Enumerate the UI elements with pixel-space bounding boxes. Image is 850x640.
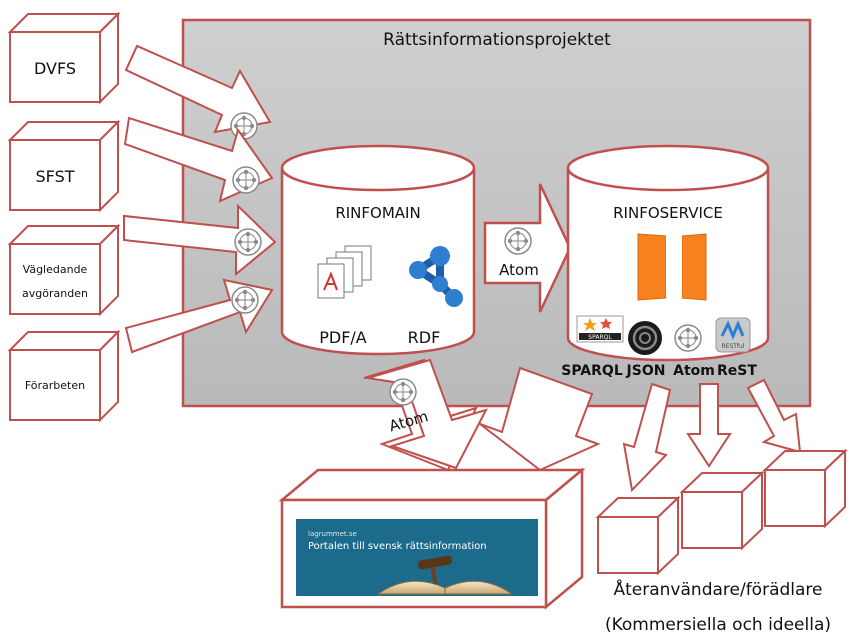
atom-feed-icon bbox=[234, 228, 262, 256]
json-logo-icon bbox=[628, 321, 662, 355]
input-arrow-sfst bbox=[123, 116, 274, 203]
atom-feed-icon bbox=[674, 324, 702, 352]
reuser-box-3 bbox=[762, 448, 848, 529]
atom-feed-icon bbox=[232, 166, 260, 194]
input-arrow-dvfs bbox=[124, 44, 272, 140]
restful-logo-text: RESTful bbox=[721, 343, 744, 350]
portal-site-name: lagrummet.se bbox=[308, 530, 357, 538]
rinfoservice-database: RINFOSERVICE SPARQL RESTful bbox=[566, 144, 770, 362]
atom-arrow-label: Atom bbox=[499, 261, 539, 279]
arrow-to-reuser-1 bbox=[622, 382, 672, 493]
source-label-forarbeten: Förarbeten bbox=[25, 379, 85, 392]
restful-logo-icon: RESTful bbox=[715, 317, 751, 353]
rinfoservice-title: RINFOSERVICE bbox=[613, 204, 723, 222]
portal-tagline: Portalen till svensk rättsinformation bbox=[308, 541, 487, 552]
portal-box: lagrummet.se Portalen till svensk rättsi… bbox=[278, 467, 586, 610]
source-box-dvfs: DVFS bbox=[7, 11, 121, 105]
source-box-vagledande: Vägledande avgöranden bbox=[7, 223, 121, 317]
reuser-box-1 bbox=[595, 495, 681, 576]
pdf-label: PDF/A bbox=[319, 328, 367, 347]
rdf-logo-icon bbox=[409, 246, 463, 307]
pdf-documents-icon bbox=[317, 245, 372, 299]
atom-arrow-to-rinfoservice: Atom bbox=[483, 183, 572, 313]
arrow-to-reuser-2 bbox=[686, 383, 732, 468]
reusers-label-line1: Återanvändare/förädlare bbox=[614, 578, 823, 600]
rinfomain-title: RINFOMAIN bbox=[335, 204, 420, 222]
source-label-dvfs: DVFS bbox=[34, 59, 76, 78]
rinfomain-database: RINFOMAIN PDF/A RDF bbox=[280, 144, 476, 356]
source-label-vagledande-1: Vägledande bbox=[23, 263, 88, 276]
source-label-sfst: SFST bbox=[35, 167, 74, 186]
source-box-forarbeten: Förarbeten bbox=[7, 329, 121, 423]
atom-feed-icon bbox=[231, 286, 259, 314]
input-arrow-forarbeten bbox=[124, 278, 274, 354]
reusers-label-line2: (Kommersiella och ideella) bbox=[605, 615, 831, 635]
server-icon bbox=[637, 233, 707, 301]
portal-banner: lagrummet.se Portalen till svensk rättsi… bbox=[296, 519, 538, 596]
atom-feed-icon bbox=[389, 378, 417, 406]
rdf-label: RDF bbox=[408, 328, 441, 347]
atom-feed-icon bbox=[504, 227, 532, 255]
input-arrow-vagledande bbox=[123, 203, 277, 277]
project-title: Rättsinformationsprojektet bbox=[383, 30, 611, 50]
format-label-sparql: SPARQL bbox=[561, 363, 623, 379]
sparql-logo-icon: SPARQL bbox=[576, 315, 624, 343]
arrow-to-portal bbox=[479, 366, 601, 472]
sparql-logo-text: SPARQL bbox=[588, 334, 612, 341]
source-box-sfst: SFST bbox=[7, 119, 121, 213]
book-gavel-icon bbox=[376, 555, 514, 595]
arrow-to-reuser-3 bbox=[746, 378, 802, 454]
reuser-box-2 bbox=[679, 470, 765, 551]
format-label-rest: ReST bbox=[717, 363, 757, 379]
format-label-atom: Atom bbox=[673, 363, 715, 379]
source-label-vagledande-2: avgöranden bbox=[22, 287, 88, 300]
format-label-json: JSON bbox=[626, 363, 666, 379]
atom-feed-icon bbox=[230, 112, 258, 140]
